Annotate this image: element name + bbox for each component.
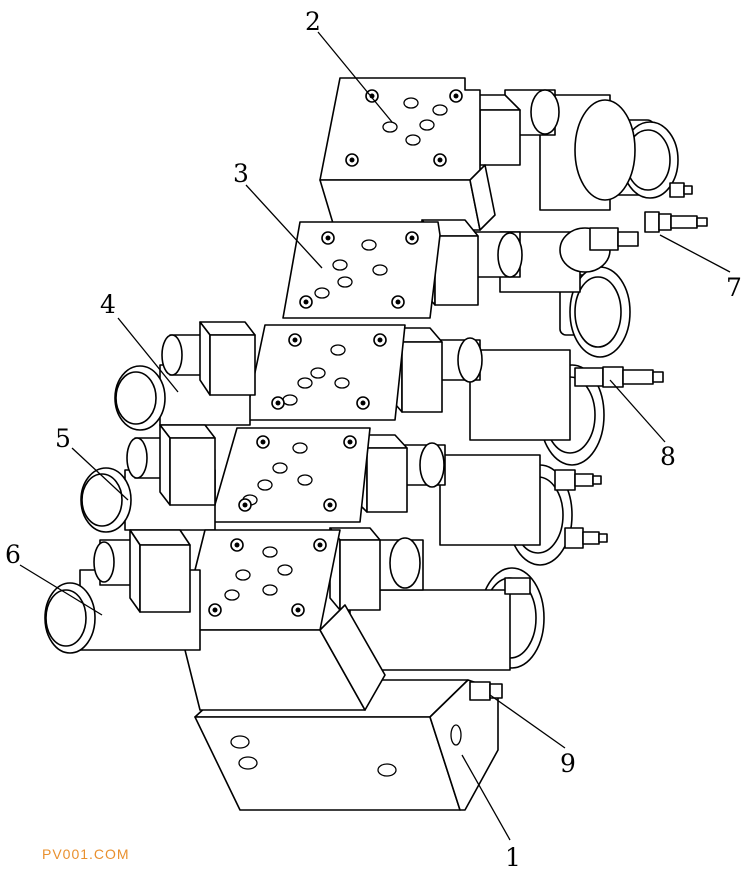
valve-module-4 <box>114 321 605 466</box>
leader-lines <box>19 31 731 841</box>
callout-4: 4 <box>100 290 116 319</box>
callout-3: 3 <box>233 159 249 188</box>
callout-1: 1 <box>505 843 521 872</box>
port-holes <box>224 97 448 601</box>
fittings <box>469 182 708 701</box>
callout-5: 5 <box>55 424 71 453</box>
bolt-heads <box>208 89 463 617</box>
callout-9: 9 <box>560 749 576 778</box>
valve-module-6 <box>44 527 545 711</box>
callout-2: 2 <box>305 7 321 36</box>
valve-module-3 <box>282 219 631 358</box>
callout-8: 8 <box>660 442 676 471</box>
callout-7: 7 <box>726 273 742 302</box>
watermark: PV001.COM <box>42 846 130 862</box>
valve-module-2 <box>319 77 679 231</box>
callout-6: 6 <box>5 540 21 569</box>
